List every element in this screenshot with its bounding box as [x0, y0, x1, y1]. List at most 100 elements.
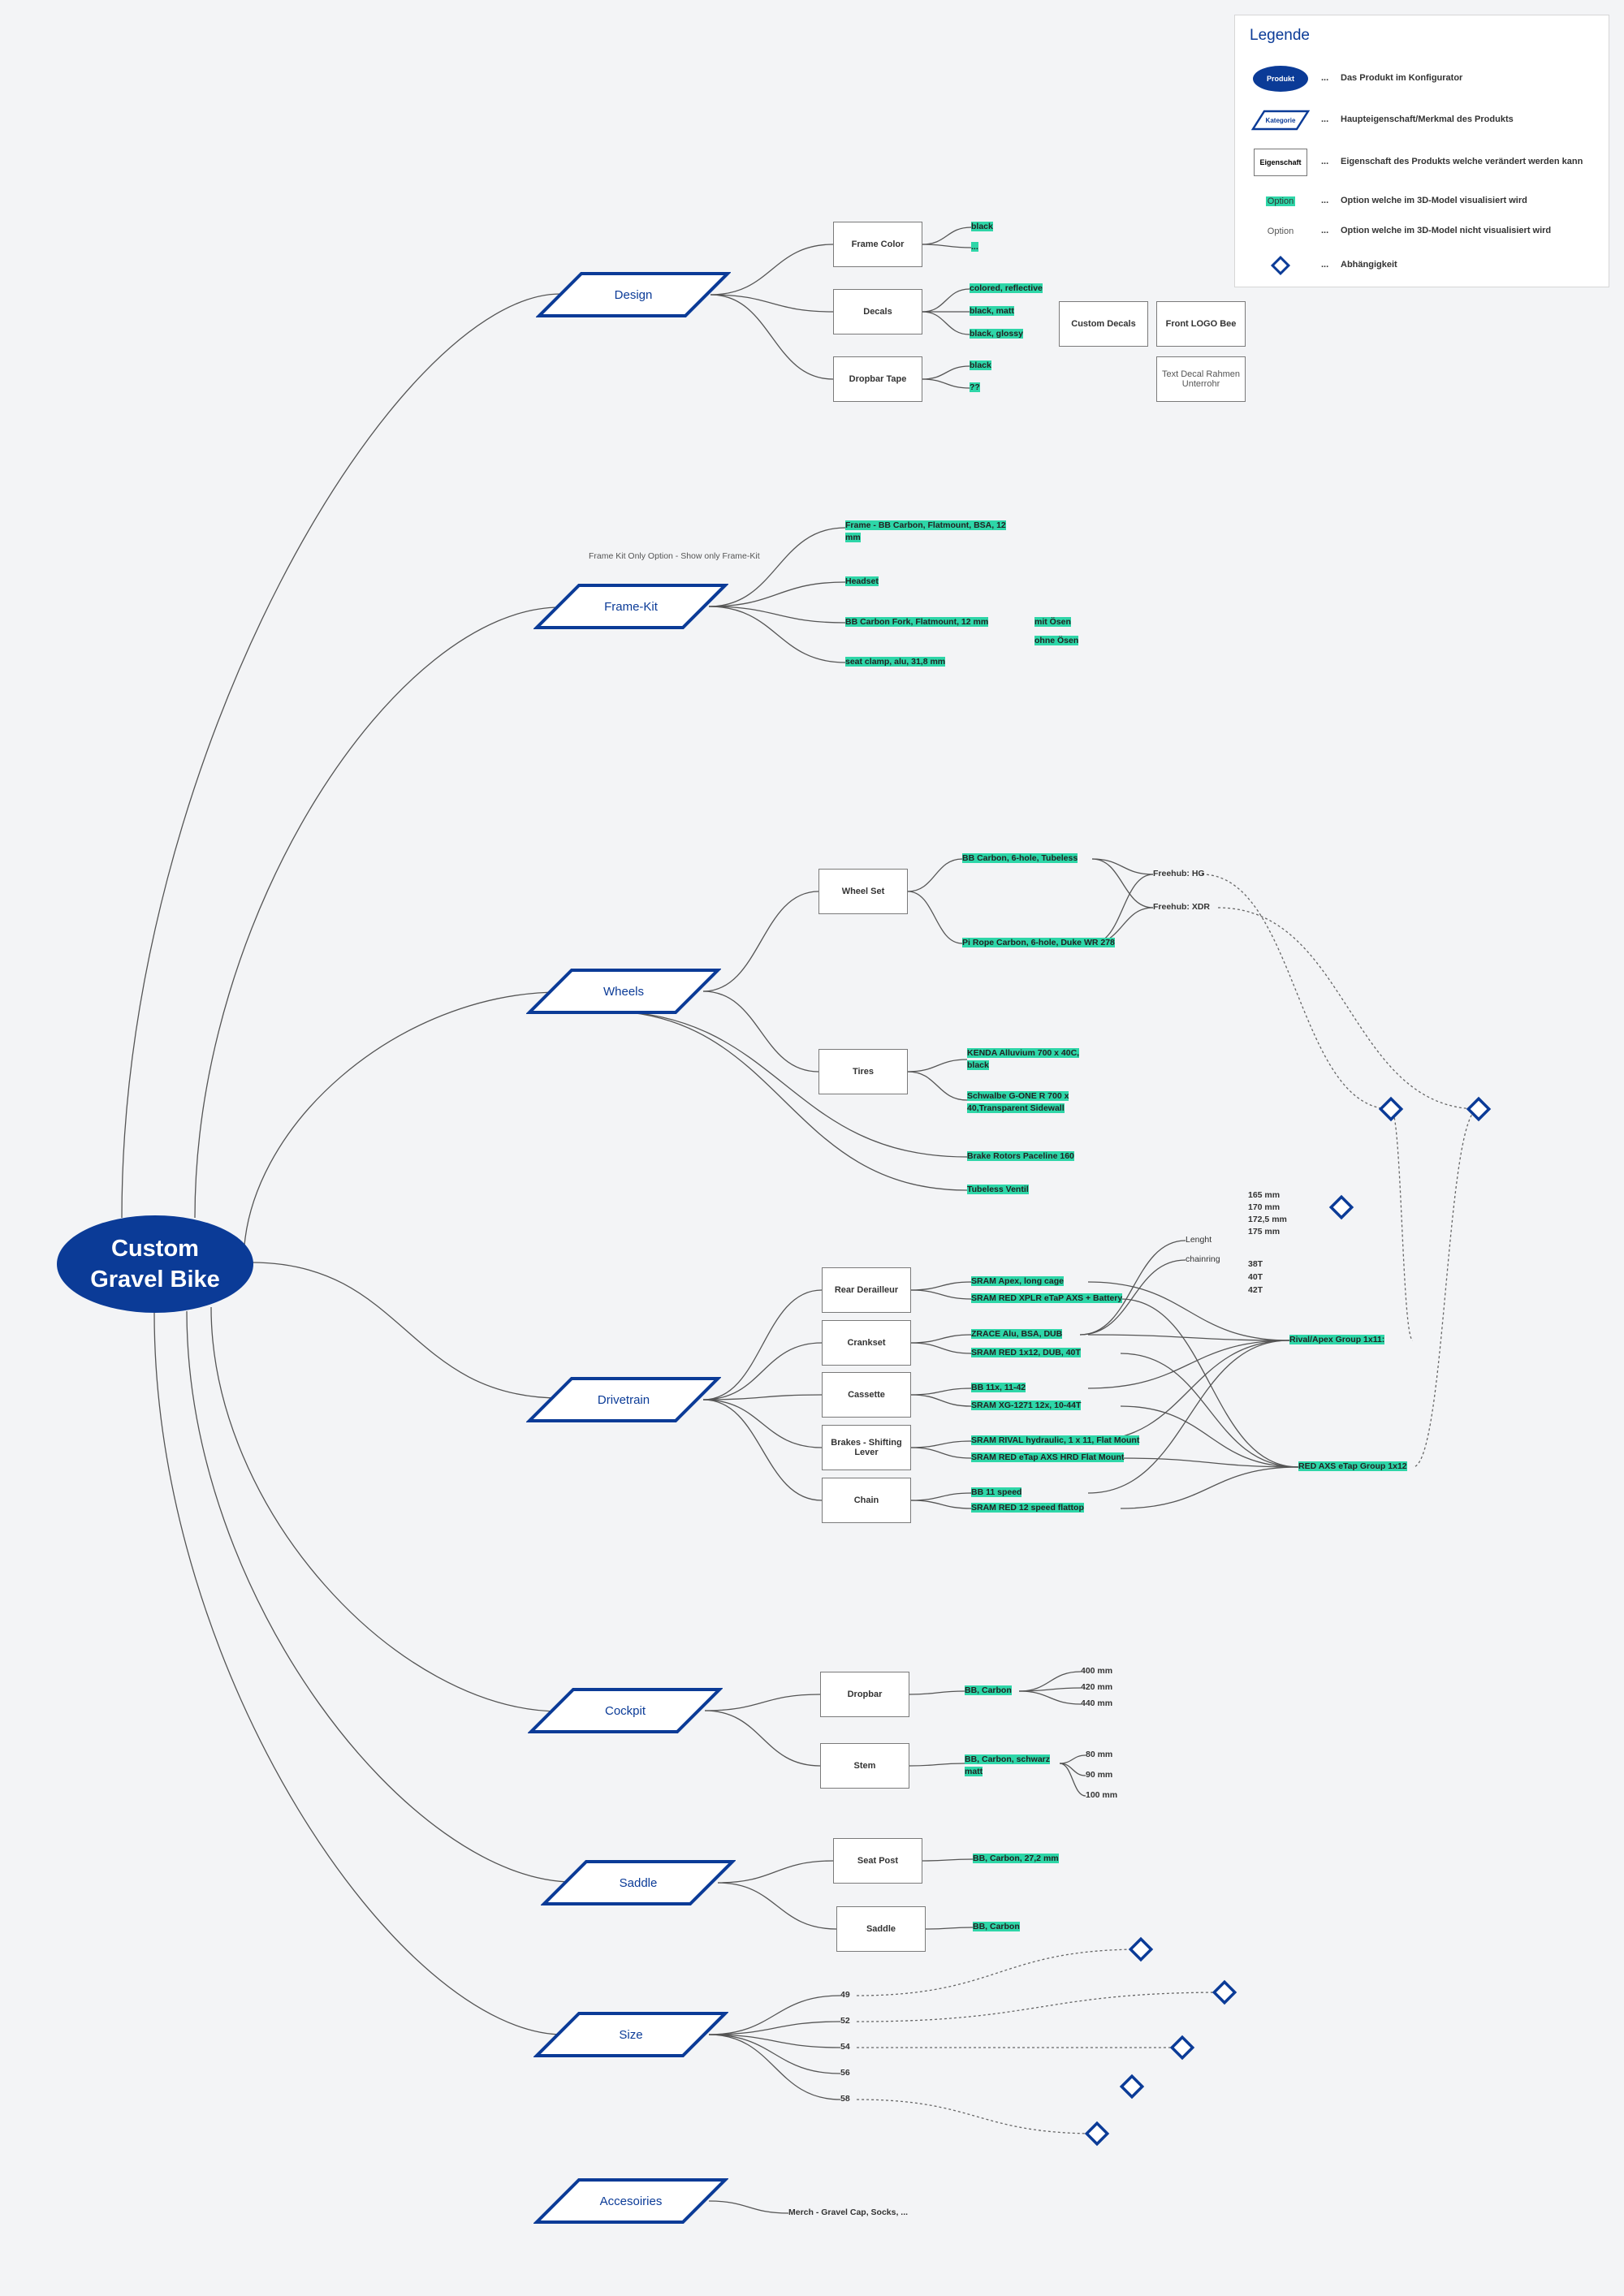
teeth-40[interactable]: 40T: [1248, 1272, 1263, 1282]
prop-cassette[interactable]: Cassette: [822, 1372, 911, 1418]
link-accessories-merch: [708, 2200, 789, 2214]
opt-brake-rotors[interactable]: Brake Rotors Paceline 160: [967, 1150, 1074, 1163]
opt-headset[interactable]: Headset: [845, 576, 879, 588]
opt-black-matt[interactable]: black, matt: [970, 305, 1014, 317]
opt-fork[interactable]: BB Carbon Fork, Flatmount, 12 mm: [845, 616, 989, 628]
opt-frame-bb[interactable]: Frame - BB Carbon, Flatmount, BSA, 12 mm: [845, 520, 1020, 544]
freehub-xdr[interactable]: Freehub: XDR: [1153, 902, 1211, 912]
opt-pi-rope[interactable]: Pi Rope Carbon, 6-hole, Duke WR 278: [962, 937, 1115, 949]
size-52[interactable]: 52: [840, 2016, 850, 2026]
len-172[interactable]: 172,5 mm: [1248, 1215, 1287, 1224]
accessory-merch[interactable]: Merch - Gravel Cap, Socks, ...: [788, 2208, 909, 2217]
size-49[interactable]: 49: [840, 1990, 850, 2000]
prop-frame-color[interactable]: Frame Color: [833, 222, 922, 267]
opt-ohne-osen[interactable]: ohne Ösen: [1034, 635, 1079, 647]
category-wheels[interactable]: Wheels: [526, 969, 721, 1014]
opt-tape-black[interactable]: black: [970, 360, 991, 372]
prop-text-decal[interactable]: Text Decal Rahmen Unterrohr: [1156, 356, 1246, 402]
len-175[interactable]: 175 mm: [1248, 1227, 1281, 1236]
opt-sram-red-brake[interactable]: SRAM RED eTap AXS HRD Flat Mount: [971, 1452, 1125, 1464]
size-56[interactable]: 56: [840, 2068, 850, 2078]
freehub-hg[interactable]: Freehub: HG: [1153, 869, 1205, 878]
prop-decals[interactable]: Decals: [833, 289, 922, 334]
category-size[interactable]: Size: [533, 2012, 728, 2057]
dependency-diamond-58[interactable]: [1084, 2121, 1110, 2147]
dependency-diamond-49[interactable]: [1128, 1936, 1154, 1962]
prop-crankset[interactable]: Crankset: [822, 1320, 911, 1366]
category-accessories[interactable]: Accesoiries: [533, 2178, 728, 2224]
width-420[interactable]: 420 mm: [1081, 1682, 1113, 1692]
teeth-38[interactable]: 38T: [1248, 1259, 1263, 1269]
dependency-diamond-56[interactable]: [1119, 2074, 1145, 2100]
link-cockpit-stem: [704, 1710, 821, 1767]
prop-brakes-shifting[interactable]: Brakes - Shifting Lever: [822, 1425, 911, 1470]
opt-sram-xg[interactable]: SRAM XG-1271 12x, 10-44T: [971, 1400, 1082, 1412]
opt-red-group[interactable]: RED AXS eTap Group 1x12: [1298, 1461, 1407, 1473]
opt-tape-unknown[interactable]: ??: [970, 382, 980, 394]
crank-chainring[interactable]: chainring: [1186, 1254, 1220, 1264]
opt-zrace[interactable]: ZRACE Alu, BSA, DUB: [971, 1328, 1063, 1340]
opt-sram-rival[interactable]: SRAM RIVAL hydraulic, 1 x 11, Flat Mount: [971, 1435, 1140, 1447]
prop-custom-decals[interactable]: Custom Decals: [1059, 301, 1148, 347]
stem-80[interactable]: 80 mm: [1086, 1750, 1113, 1759]
legend-product-symbol: Produkt: [1253, 66, 1308, 92]
prop-wheel-set[interactable]: Wheel Set: [818, 869, 908, 914]
opt-sram-red-chain[interactable]: SRAM RED 12 speed flattop: [971, 1502, 1084, 1514]
width-440[interactable]: 440 mm: [1081, 1698, 1113, 1708]
prop-dropbar[interactable]: Dropbar: [820, 1672, 909, 1717]
size-58[interactable]: 58: [840, 2094, 850, 2104]
opt-seat-clamp[interactable]: seat clamp, alu, 31,8 mm: [845, 656, 946, 668]
dependency-diamond-crank[interactable]: [1328, 1194, 1354, 1220]
opt-saddle-bb-carbon[interactable]: BB, Carbon: [973, 1921, 1020, 1933]
prop-saddle[interactable]: Saddle: [836, 1906, 926, 1952]
opt-sram-xplr[interactable]: SRAM RED XPLR eTaP AXS + Battery: [971, 1293, 1123, 1305]
opt-sram-red-crank[interactable]: SRAM RED 1x12, DUB, 40T: [971, 1347, 1081, 1359]
dependency-diamond-xdr[interactable]: [1466, 1096, 1492, 1122]
opt-bb-11x[interactable]: BB 11x, 11-42: [971, 1382, 1026, 1394]
opt-schwalbe[interactable]: Schwalbe G-ONE R 700 x 40,Transparent Si…: [967, 1090, 1089, 1115]
size-54[interactable]: 54: [840, 2042, 850, 2052]
teeth-42[interactable]: 42T: [1248, 1285, 1263, 1295]
opt-mit-osen[interactable]: mit Ösen: [1034, 616, 1071, 628]
opt-rival-group[interactable]: Rival/Apex Group 1x11:: [1289, 1334, 1385, 1346]
link-red-3: [1120, 1457, 1299, 1468]
opt-kenda[interactable]: KENDA Alluvium 700 x 40C, black: [967, 1047, 1097, 1072]
opt-colored-reflective[interactable]: colored, reflective: [970, 283, 1043, 295]
opt-stem-bb-carbon[interactable]: BB, Carbon, schwarz matt: [965, 1754, 1062, 1778]
category-framekit[interactable]: Frame-Kit: [533, 584, 728, 629]
opt-bb-11-speed[interactable]: BB 11 speed: [971, 1487, 1022, 1499]
category-drivetrain[interactable]: Drivetrain: [526, 1377, 721, 1422]
prop-front-logo[interactable]: Front LOGO Bee: [1156, 301, 1246, 347]
link-root-framekit: [194, 606, 561, 1219]
category-design[interactable]: Design: [536, 272, 731, 317]
category-cockpit[interactable]: Cockpit: [528, 1688, 723, 1733]
opt-black[interactable]: black: [971, 221, 993, 233]
opt-bb-carbon-6hole[interactable]: BB Carbon, 6-hole, Tubeless: [962, 852, 1078, 865]
dependency-diamond-hg[interactable]: [1378, 1096, 1404, 1122]
dependency-diamond-54[interactable]: [1169, 2035, 1195, 2061]
opt-tubeless[interactable]: Tubeless Ventil: [967, 1184, 1029, 1196]
prop-rear-derailleur[interactable]: Rear Derailleur: [822, 1267, 911, 1313]
category-saddle[interactable]: Saddle: [541, 1860, 736, 1905]
dependency-diamond-52[interactable]: [1212, 1979, 1237, 2005]
prop-dropbar-tape[interactable]: Dropbar Tape: [833, 356, 922, 402]
len-170[interactable]: 170 mm: [1248, 1202, 1281, 1212]
prop-seat-post[interactable]: Seat Post: [833, 1838, 922, 1884]
opt-seatpost-bb-carbon[interactable]: BB, Carbon, 27,2 mm: [973, 1853, 1059, 1865]
stem-100[interactable]: 100 mm: [1086, 1790, 1118, 1800]
product-root[interactable]: Custom Gravel Bike: [57, 1215, 253, 1313]
opt-more[interactable]: ...: [971, 241, 978, 253]
crank-lenght[interactable]: Lenght: [1186, 1235, 1212, 1245]
prop-chain[interactable]: Chain: [822, 1478, 911, 1523]
prop-stem[interactable]: Stem: [820, 1743, 909, 1789]
opt-black-glossy[interactable]: black, glossy: [970, 328, 1023, 340]
opt-dropbar-bb-carbon[interactable]: BB, Carbon: [965, 1685, 1012, 1697]
prop-tires[interactable]: Tires: [818, 1049, 908, 1094]
legend-category-symbol: Kategorie: [1265, 116, 1296, 124]
framekit-note: Frame Kit Only Option - Show only Frame-…: [589, 551, 760, 561]
stem-90[interactable]: 90 mm: [1086, 1770, 1113, 1780]
opt-sram-apex[interactable]: SRAM Apex, long cage: [971, 1275, 1064, 1288]
len-165[interactable]: 165 mm: [1248, 1190, 1281, 1200]
category-drivetrain-label: Drivetrain: [597, 1392, 650, 1407]
width-400[interactable]: 400 mm: [1081, 1666, 1113, 1676]
